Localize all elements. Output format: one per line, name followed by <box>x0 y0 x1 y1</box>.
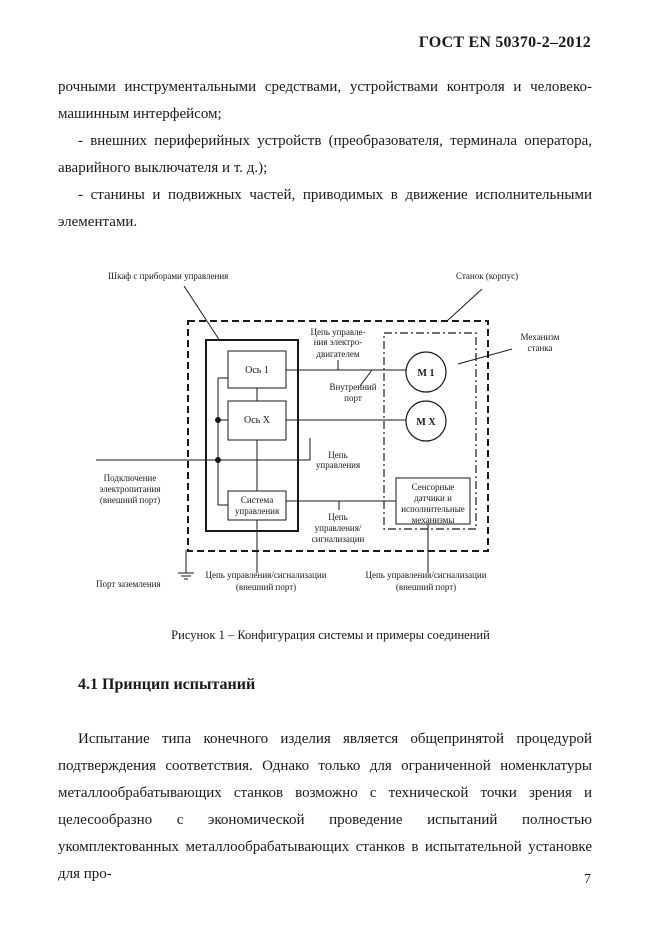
figure-caption: Рисунок 1 – Конфигурация системы и приме… <box>171 628 490 642</box>
sensors-label-3: исполнительные <box>401 504 465 514</box>
power-port-label-3: (внешний порт) <box>100 495 160 505</box>
machine-body-boundary <box>187 320 489 552</box>
sensors-label-1: Сенсорные <box>412 482 455 492</box>
junction-dot <box>215 457 221 463</box>
control-circuit-label-1: Цепь <box>328 450 347 460</box>
signal-circuit-label-2: управления/ <box>315 523 362 533</box>
document-header: ГОСТ EN 50370-2–2012 <box>418 34 591 51</box>
motor-1-label: М 1 <box>418 368 435 379</box>
signal-circuit-label-1: Цепь <box>328 512 347 522</box>
ext-port-right-label-2: (внешний порт) <box>396 582 456 592</box>
ext-port-left-label-1: Цепь управления/сигнализации <box>205 570 326 580</box>
motor-circuit-label-2: ния электро- <box>314 337 363 347</box>
signal-circuit-label-3: сигнализации <box>312 534 365 544</box>
cabinet-label: Шкаф с приборами управления <box>108 271 228 281</box>
motor-circuit-label-1: Цепь управле- <box>310 327 365 337</box>
ext-port-left-label-2: (внешний порт) <box>236 582 296 592</box>
power-port-label-2: электропитания <box>100 484 161 494</box>
ext-port-right-label-1: Цепь управления/сигнализации <box>365 570 486 580</box>
control-system-label-2: управления <box>235 506 279 516</box>
motor-circuit-label-3: двигателем <box>316 349 360 359</box>
machine-label: Станок (корпус) <box>456 271 518 281</box>
axis-1-label: Ось 1 <box>245 365 269 376</box>
mechanism-label-1: Механизм <box>521 332 560 342</box>
body-paragraph: Испытание типа конечного изделия являетс… <box>58 731 592 882</box>
motor-1 <box>405 351 447 393</box>
control-system-label-1: Система <box>241 495 273 505</box>
sensors-label-4: механизмы <box>412 515 455 525</box>
motor-x-label: М X <box>416 417 436 428</box>
intro-line: рочными инструментальными средствами, ус… <box>58 79 592 122</box>
control-circuit-label-2: управления <box>316 460 360 470</box>
internal-port-label-2: порт <box>344 393 362 403</box>
sensors-label-2: датчики и <box>414 493 452 503</box>
ground-port-label: Порт заземления <box>96 579 161 589</box>
page-number: 7 <box>584 872 591 887</box>
junction-dot <box>215 417 221 423</box>
motor-x <box>405 400 447 442</box>
internal-port-label-1: Внутренний <box>329 382 376 392</box>
control-cabinet <box>205 339 299 532</box>
mechanism-label-2: станка <box>527 343 552 353</box>
bullet-frame: - станины и подвижных частей, приводимых… <box>58 187 592 230</box>
system-configuration-figure: Шкаф с приборами управления Станок (корп… <box>96 271 560 592</box>
section-title: 4.1 Принцип испытаний <box>78 676 256 693</box>
power-port-label-1: Подключение <box>104 473 157 483</box>
axis-x-label: Ось X <box>244 415 271 426</box>
bullet-peripherals: - внешних периферийных устройств (преобр… <box>58 133 592 176</box>
